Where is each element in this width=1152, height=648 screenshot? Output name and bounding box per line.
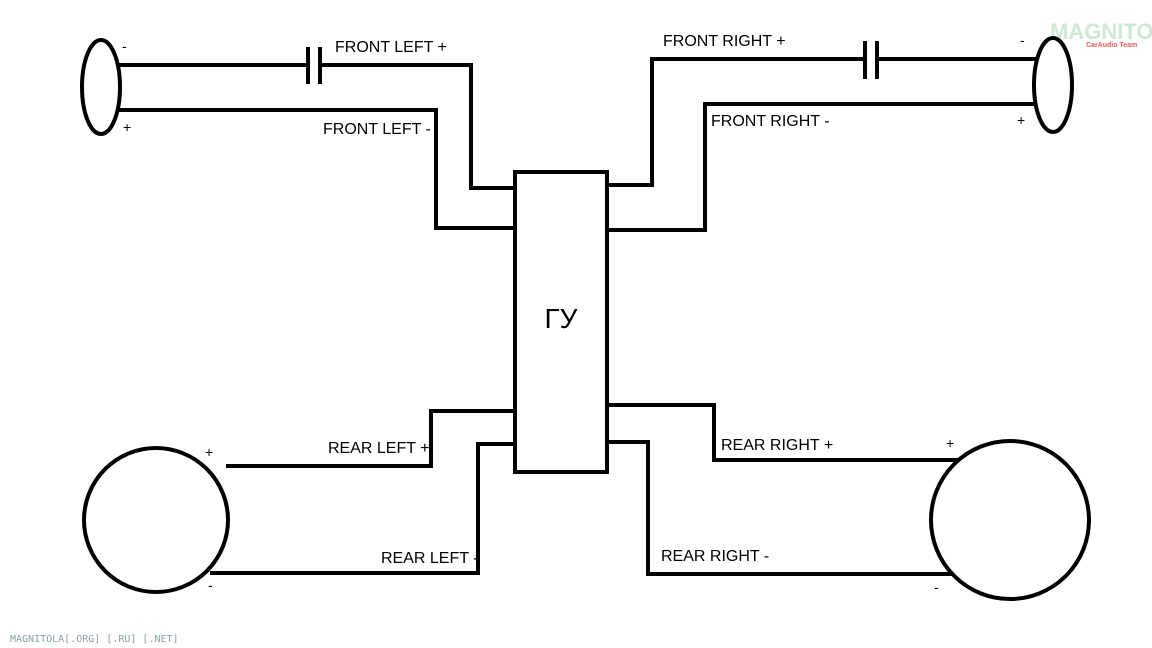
magnitola-logo: MAGNITOLA CarAudio Team [1050,19,1152,49]
rear-left-speaker [82,446,230,594]
front-left-speaker-plus-sign: + [123,119,131,135]
front-right-minus-label: FRONT RIGHT - [711,113,830,130]
front-right-speaker [1032,36,1074,134]
front-left-speaker [80,38,122,136]
front-left-plus-label: FRONT LEFT + [335,39,447,56]
site-watermark: MAGNITOLA[.ORG] [.RU] [.NET] [10,634,179,645]
front-left-capacitor [306,47,322,84]
rear-right-speaker [929,439,1091,601]
rear-left-speaker-plus-sign: + [205,444,213,460]
front-right-capacitor [863,41,879,79]
rear-left-plus-wire [226,409,515,468]
front-left-minus-label: FRONT LEFT - [323,121,431,138]
front-right-plus-label: FRONT RIGHT + [663,33,786,50]
rear-right-minus-wire [607,440,952,576]
head-unit-label: ГУ [545,303,578,334]
logo-name: MAGNITOLA [1050,19,1152,44]
rear-left-plus-label: REAR LEFT + [328,440,430,457]
rear-right-plus-wire [607,403,958,462]
logo-sub: CarAudio Team [1086,42,1137,49]
front-left-speaker-minus-sign: - [122,38,127,54]
front-right-speaker-plus-sign: + [1017,112,1025,128]
front-left-minus-wire [118,108,515,230]
rear-right-plus-label: REAR RIGHT + [721,437,833,454]
front-left-plus-wire [320,63,515,190]
rear-right-speaker-plus-sign: + [946,435,954,451]
rear-left-minus-label: REAR LEFT - [381,550,479,567]
front-right-minus-wire [607,102,1036,232]
rear-right-minus-label: REAR RIGHT - [661,548,769,565]
rear-left-speaker-minus-sign: - [208,577,213,593]
front-right-plus-wire [607,57,865,187]
head-unit [513,170,609,474]
front-right-speaker-minus-sign: - [1020,32,1025,48]
rear-right-speaker-minus-sign: - [934,579,939,595]
rear-left-minus-wire [210,442,515,575]
